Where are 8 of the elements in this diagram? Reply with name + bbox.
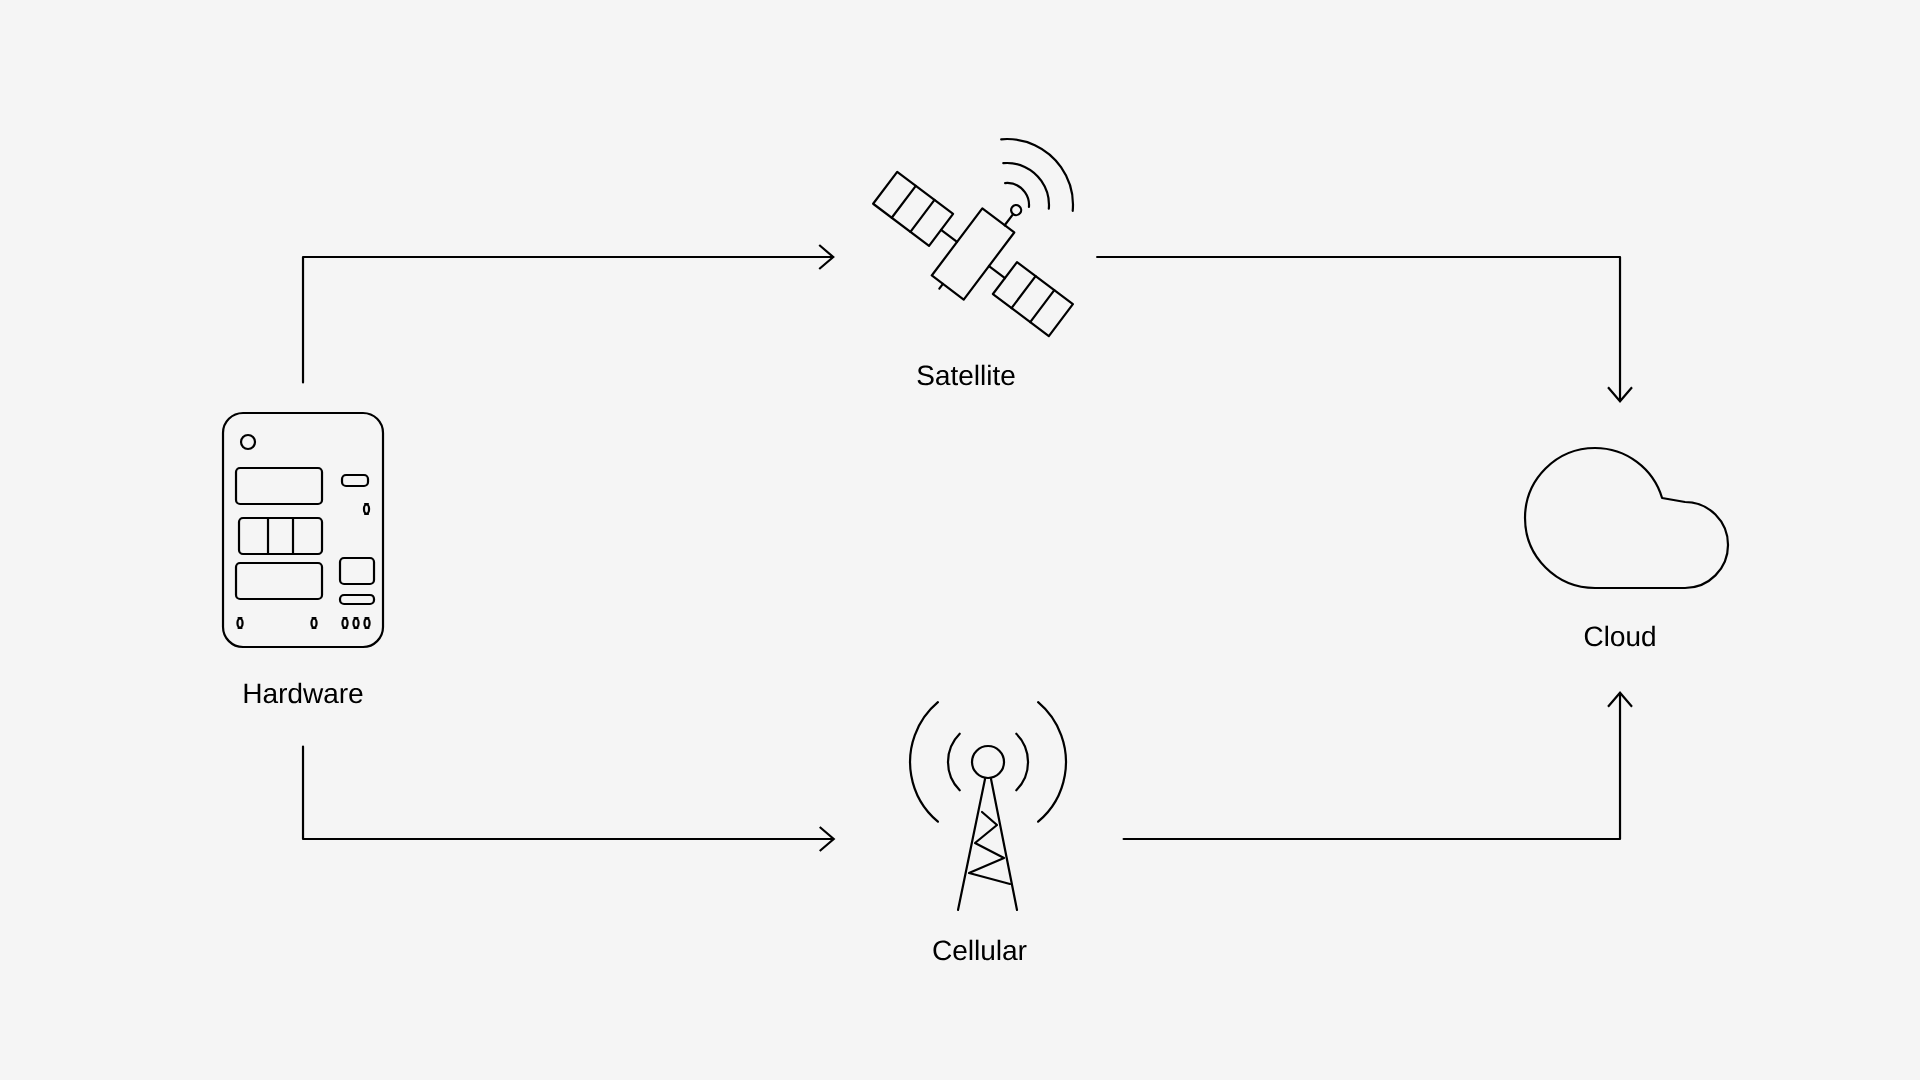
arrow <box>1122 691 1633 841</box>
arrow <box>1096 255 1633 403</box>
node-label: Cellular <box>933 939 1027 961</box>
node-label: Satellite <box>917 364 1015 386</box>
node-label: Cloud <box>1584 625 1655 647</box>
arrow <box>301 244 835 384</box>
arrow <box>301 745 836 852</box>
node-label: Hardware <box>244 682 363 704</box>
